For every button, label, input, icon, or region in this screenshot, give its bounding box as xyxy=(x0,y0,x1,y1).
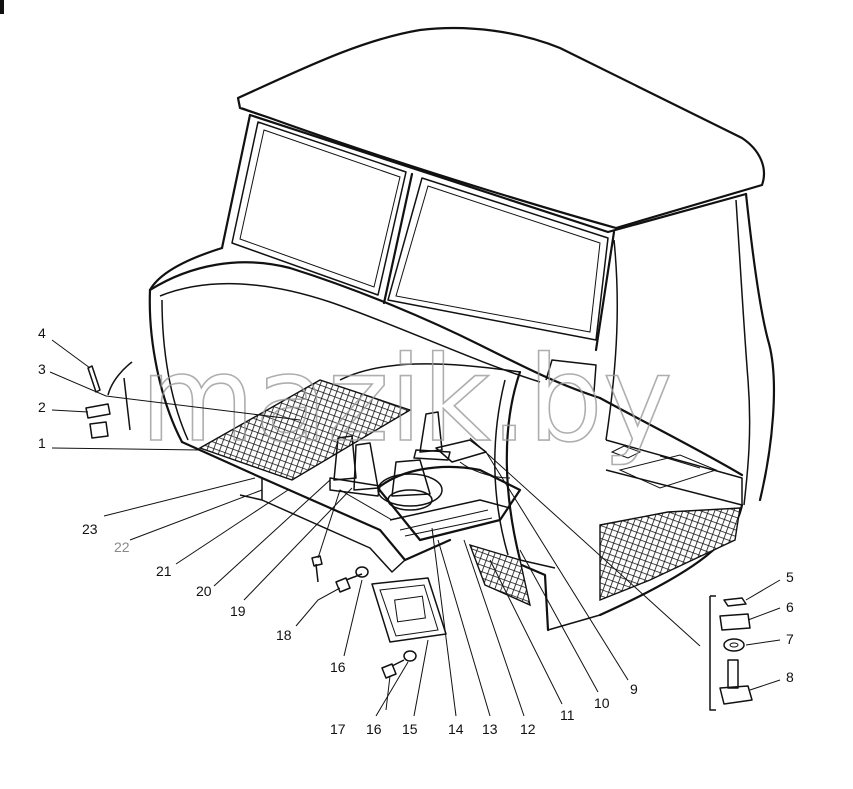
callout-13: 13 xyxy=(482,721,498,737)
callout-20: 20 xyxy=(196,583,212,599)
callout-9: 9 xyxy=(630,681,638,697)
callout-22: 22 xyxy=(114,539,130,555)
callout-16-upper: 16 xyxy=(330,659,346,675)
callout-21: 21 xyxy=(156,563,172,579)
callout-12: 12 xyxy=(520,721,536,737)
callout-23: 23 xyxy=(82,521,98,537)
watermark-text: mazik.by xyxy=(140,330,673,468)
callout-2: 2 xyxy=(38,399,46,415)
callout-7: 7 xyxy=(786,631,794,647)
cab-body xyxy=(148,26,775,632)
parts-right xyxy=(709,595,753,711)
callout-18: 18 xyxy=(276,627,292,643)
callout-5: 5 xyxy=(786,569,794,585)
callout-15: 15 xyxy=(402,721,418,737)
callout-3: 3 xyxy=(38,361,46,377)
callout-19: 19 xyxy=(230,603,246,619)
callout-8: 8 xyxy=(786,669,794,685)
parts-bottom xyxy=(311,555,447,679)
callout-1: 1 xyxy=(38,435,46,451)
callout-6: 6 xyxy=(786,599,794,615)
floor-mats xyxy=(198,379,741,607)
callout-labels: 4 3 2 1 23 22 21 20 19 18 16 17 16 15 14… xyxy=(38,325,794,737)
callout-16-lower: 16 xyxy=(366,721,382,737)
callout-4: 4 xyxy=(38,325,46,341)
floor-frame xyxy=(180,440,522,573)
callout-14: 14 xyxy=(448,721,464,737)
callout-11: 11 xyxy=(560,707,575,723)
callout-10: 10 xyxy=(594,695,610,711)
parts-left xyxy=(85,361,133,439)
corner-mark xyxy=(0,0,4,14)
control-boots xyxy=(329,411,511,511)
leader-lines xyxy=(49,339,781,717)
callout-17: 17 xyxy=(330,721,346,737)
